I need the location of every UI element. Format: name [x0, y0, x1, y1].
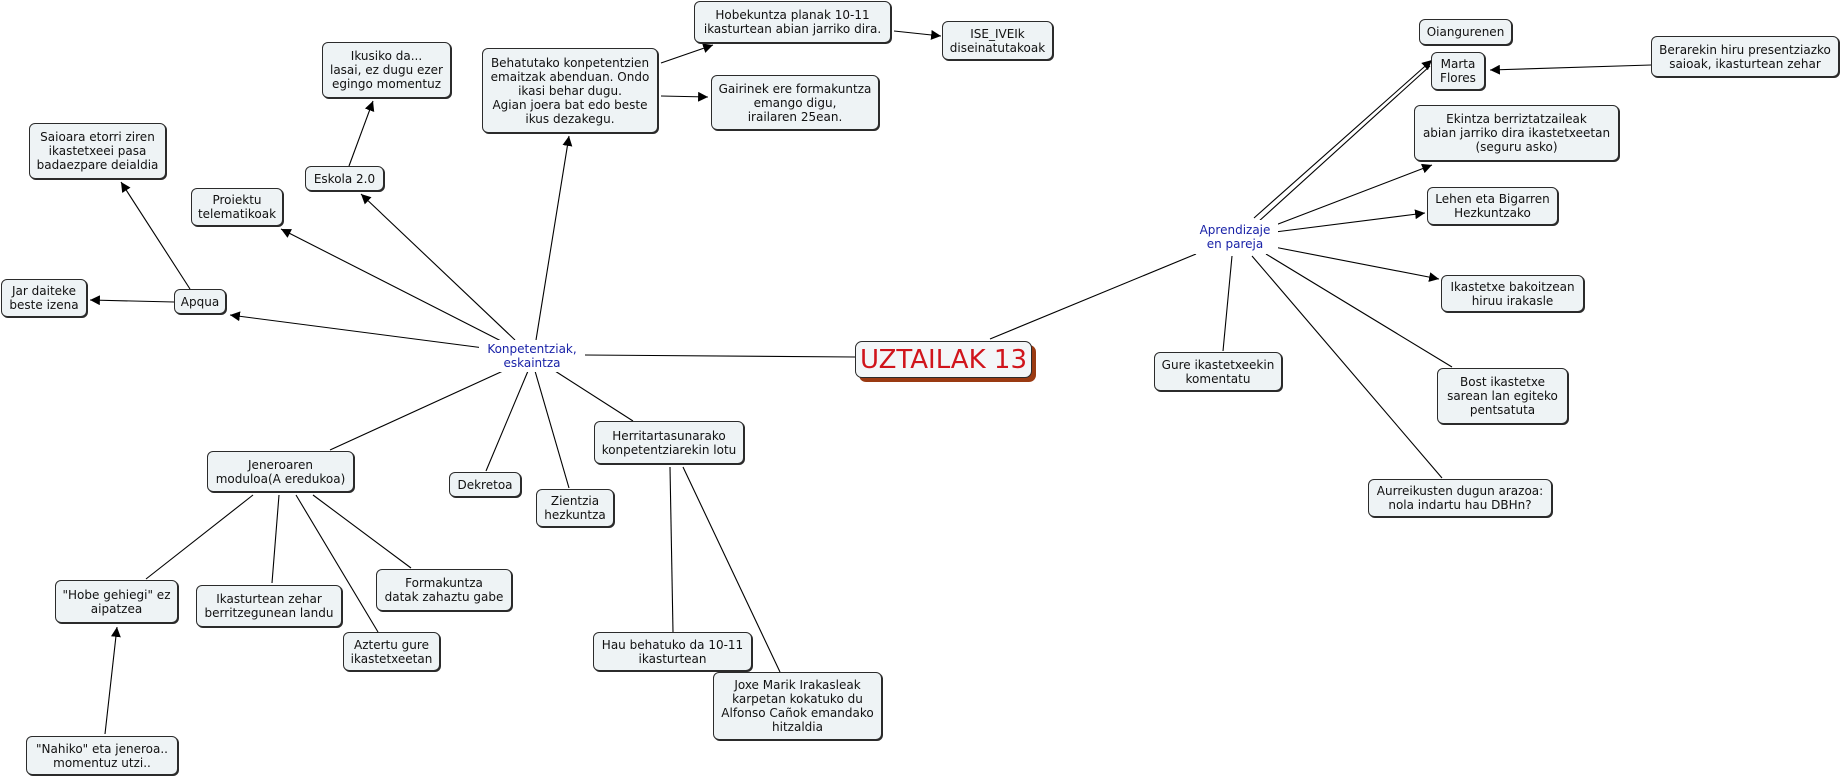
- node-hau-behatuko[interactable]: Hau behatuko da 10-11 ikasturtean: [593, 632, 752, 671]
- node-herritartasuna[interactable]: Herritartasunarako konpetentziarekin lot…: [594, 421, 744, 464]
- node-dekretoa[interactable]: Dekretoa: [449, 472, 521, 497]
- node-proiektu[interactable]: Proiektu telematikoak: [191, 188, 283, 226]
- node-apqua[interactable]: Apqua: [174, 289, 226, 314]
- link-apr-marta-1: [1253, 59, 1433, 219]
- node-lehen-bigarren[interactable]: Lehen eta Bigarren Hezkuntzako: [1427, 187, 1558, 225]
- link-apr-aurreikusten: [1251, 255, 1443, 479]
- link-konp-herritartasuna: [554, 370, 634, 422]
- link-konp-dekretoa: [485, 370, 529, 472]
- link-apr-gure: [1222, 255, 1233, 352]
- link-apr-marta-2: [1257, 65, 1431, 223]
- link-apr-ekintza: [1272, 163, 1433, 227]
- node-zientzia[interactable]: Zientzia hezkuntza: [536, 489, 614, 527]
- node-gairinek[interactable]: Gairinek ere formakuntza emango digu, ir…: [711, 75, 879, 130]
- link-apr-lehen: [1274, 209, 1426, 233]
- node-jeneroaren[interactable]: Jeneroaren moduloa(A eredukoa): [207, 451, 354, 492]
- link-konp-apqua: [229, 311, 485, 349]
- link-apqua-saioara: [120, 181, 191, 290]
- link-konp-jeneroaren: [329, 370, 504, 451]
- link-behatutako-gairinek: [660, 91, 709, 102]
- node-ikasturtean-zehar[interactable]: Ikasturtean zehar berritzegunean landu: [196, 585, 342, 627]
- link-root-aprendizaje: [989, 253, 1197, 340]
- link-herri-joxe: [682, 466, 781, 673]
- node-berarekin[interactable]: Berarekin hiru presentziazko saioak, ika…: [1651, 36, 1839, 77]
- hub-konpetentziak[interactable]: Konpetentziak, eskaintza: [479, 340, 585, 372]
- node-aurreikusten[interactable]: Aurreikusten dugun arazoa: nola indartu …: [1368, 479, 1552, 517]
- node-ise-iveik[interactable]: ISE_IVEIk diseinatutakoak: [942, 21, 1053, 60]
- link-hobekuntza-ise: [893, 30, 942, 40]
- link-root-konpetentziak: [583, 354, 856, 358]
- link-jeneroaren-hobe: [145, 494, 254, 580]
- hub-aprendizaje[interactable]: Aprendizaje en pareja: [1192, 220, 1278, 254]
- node-ekintza[interactable]: Ekintza berriztatzaileak abian jarriko d…: [1414, 105, 1619, 161]
- node-behatutako[interactable]: Behatutako konpetentzien emaitzak abendu…: [482, 48, 658, 133]
- node-hobe-gehiegi[interactable]: "Hobe gehiegi" ez aipatzea: [55, 580, 178, 623]
- link-berarekin-marta: [1489, 64, 1652, 75]
- link-konp-eskola: [360, 193, 516, 341]
- link-apr-bost: [1265, 253, 1453, 368]
- link-behatutako-hobekuntza: [660, 43, 714, 64]
- node-gure-ikastetxeekin[interactable]: Gure ikastetxeekin komentatu: [1154, 352, 1282, 391]
- node-ikastetxe-bakoitzean[interactable]: Ikastetxe bakoitzean hiruu irakasle: [1441, 275, 1584, 312]
- link-konp-behatutako: [535, 135, 573, 341]
- link-apqua-jar: [89, 295, 175, 306]
- node-hobekuntza[interactable]: Hobekuntza planak 10-11 ikasturtean abia…: [694, 1, 891, 43]
- link-eskola-ikusiko: [348, 100, 375, 167]
- link-konp-proiektu: [280, 228, 506, 344]
- root-node[interactable]: UZTAILAK 13: [855, 341, 1032, 378]
- link-jeneroaren-aztertu: [295, 494, 379, 633]
- node-bost-ikastetxe[interactable]: Bost ikastetxe sarean lan egiteko pentsa…: [1437, 368, 1568, 424]
- node-oiangurenen[interactable]: Oiangurenen: [1419, 19, 1512, 45]
- node-saioara[interactable]: Saioara etorri ziren ikastetxeei pasa ba…: [29, 123, 166, 179]
- link-jeneroaren-ikasturtean: [271, 494, 280, 584]
- node-eskola[interactable]: Eskola 2.0: [305, 166, 384, 191]
- link-jeneroaren-formakuntza: [312, 494, 412, 569]
- node-joxe-marik[interactable]: Joxe Marik Irakasleak karpetan kokatuko …: [713, 672, 882, 740]
- node-formakuntza-datak[interactable]: Formakuntza datak zahaztu gabe: [376, 569, 512, 611]
- link-konp-zientzia: [534, 370, 570, 489]
- node-nahiko[interactable]: "Nahiko" eta jeneroa.. momentuz utzi..: [26, 736, 178, 775]
- link-nahiko-hobe: [104, 626, 121, 735]
- node-aztertu[interactable]: Aztertu gure ikastetxeetan: [343, 632, 440, 671]
- node-ikusiko[interactable]: Ikusiko da... lasai, ez dugu ezer egingo…: [322, 42, 451, 98]
- node-marta-flores[interactable]: Marta Flores: [1431, 52, 1485, 90]
- link-apr-ikastetxe: [1273, 246, 1440, 282]
- node-jar-daiteke[interactable]: Jar daiteke beste izena: [1, 279, 87, 317]
- link-herri-hau: [669, 466, 674, 633]
